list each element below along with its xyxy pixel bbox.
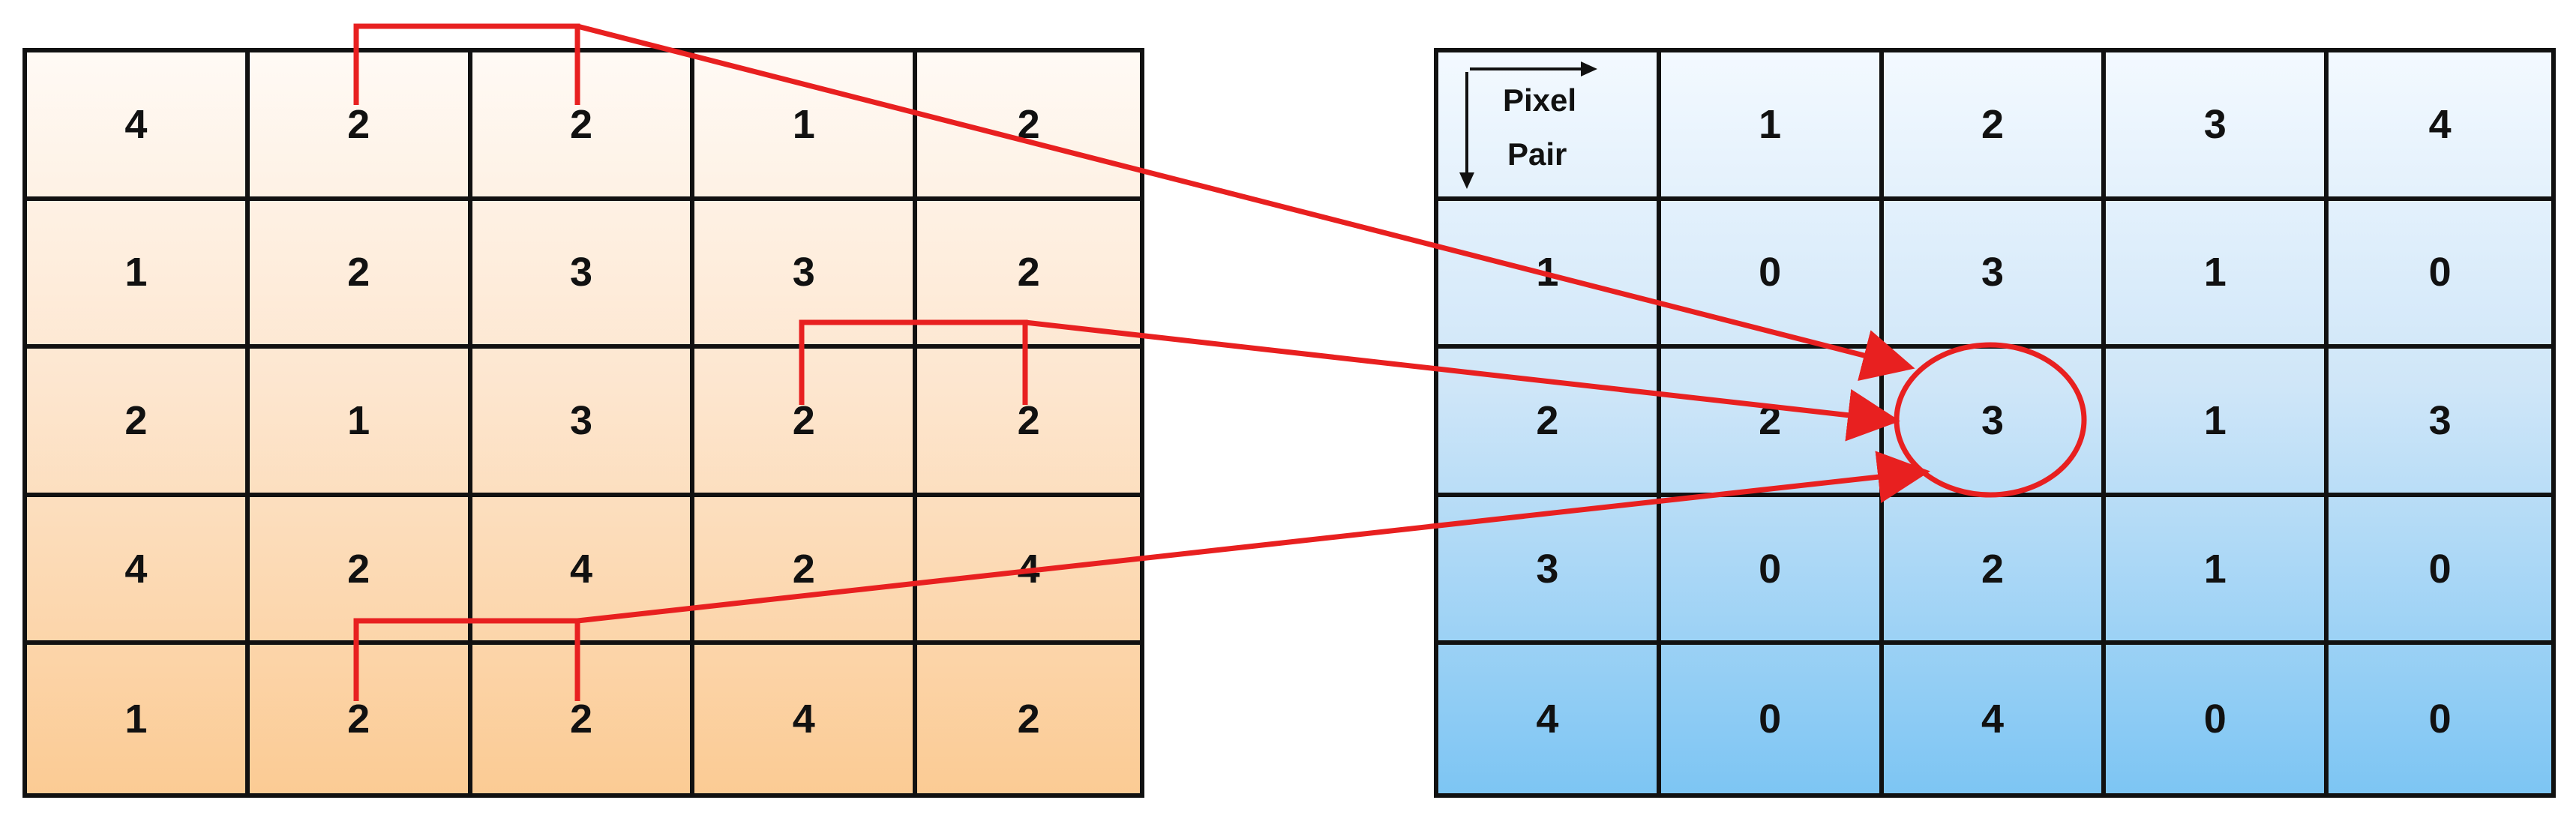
image-cell-r2-c2: 2: [249, 200, 472, 349]
matrix-cell-r4-c1: 0: [1661, 645, 1884, 793]
image-cell-r2-c1: 1: [27, 200, 250, 349]
image-cell-r3-c5: 2: [917, 349, 1140, 497]
image-cell-r4-c3: 4: [472, 496, 695, 646]
image-cell-r2-c5: 2: [917, 201, 1140, 349]
column-header-4: 4: [2329, 52, 2551, 201]
matrix-cell-r2-c3: 1: [2106, 349, 2329, 497]
matrix-cell-r4-c4: 0: [2428, 697, 2452, 742]
image-cell-r3-c2: 1: [249, 349, 472, 497]
image-cell-r2-c4: 3: [694, 200, 918, 349]
image-cell-r5-c4: 4: [694, 645, 918, 793]
matrix-cell-r2-c1: 2: [1660, 349, 1884, 497]
image-matrix: 4 2 2 1 2 1 2 3 3 2 2 1 3 2 2 4 2 4 2 4 …: [22, 48, 1144, 798]
matrix-cell-r1-c1: 0: [1660, 200, 1884, 349]
image-cell-r1-c4: 1: [694, 52, 918, 201]
image-cell-r4-c2: 2: [249, 496, 472, 646]
image-cell-r4-c5: 4: [917, 497, 1140, 646]
matrix-cell-r4-c2: 4: [1884, 645, 2107, 793]
matrix-corner-cell: Pixel Pair: [1438, 52, 1661, 201]
image-cell-r3-c3: 3: [472, 349, 695, 497]
matrix-cell-r4-c3: 0: [2106, 645, 2329, 793]
image-cell-r5-c5: 2: [1017, 697, 1040, 742]
image-cell-r5-c1: 1: [27, 645, 250, 793]
matrix-cell-r3-c2: 2: [1883, 496, 2107, 646]
matrix-cell-r1-c4: 0: [2329, 201, 2551, 349]
matrix-cell-r1-c3: 1: [2106, 200, 2329, 349]
image-cell-r5-c2: 2: [250, 645, 472, 793]
column-header-3: 3: [2106, 52, 2329, 201]
cooccurrence-matrix: Pixel Pair 1 2 3 4 1 0 3 1 0 2 2 3 1 3 3…: [1434, 48, 2556, 798]
pixel-label: Pixel: [1503, 82, 1577, 118]
column-header-1: 1: [1660, 52, 1884, 201]
image-cell-r1-c1: 4: [27, 52, 250, 201]
image-cell-r3-c1: 2: [27, 349, 250, 497]
image-cell-r3-c4: 2: [694, 349, 918, 497]
row-header-3: 3: [1438, 496, 1661, 646]
image-cell-r1-c5: 2: [917, 52, 1140, 201]
image-cell-r4-c1: 4: [27, 496, 250, 646]
matrix-cell-r2-c2: 3: [1883, 349, 2107, 497]
row-header-4: 4: [1438, 645, 1661, 793]
matrix-cell-r1-c2: 3: [1883, 200, 2107, 349]
pair-label: Pair: [1507, 136, 1567, 172]
image-cell-r5-c3: 2: [472, 645, 695, 793]
matrix-cell-r3-c3: 1: [2106, 496, 2329, 646]
row-header-2: 2: [1438, 349, 1661, 497]
image-cell-r1-c3: 2: [472, 52, 695, 201]
image-cell-r4-c4: 2: [694, 496, 918, 646]
column-header-2: 2: [1883, 52, 2107, 201]
image-cell-r2-c3: 3: [472, 200, 695, 349]
image-cell-r1-c2: 2: [249, 52, 472, 201]
row-header-1: 1: [1438, 200, 1661, 349]
direction-arrows-icon: [1459, 61, 1597, 189]
matrix-cell-r2-c4: 3: [2329, 349, 2551, 497]
matrix-cell-r3-c1: 0: [1660, 496, 1884, 646]
matrix-cell-r3-c4: 0: [2329, 497, 2551, 646]
